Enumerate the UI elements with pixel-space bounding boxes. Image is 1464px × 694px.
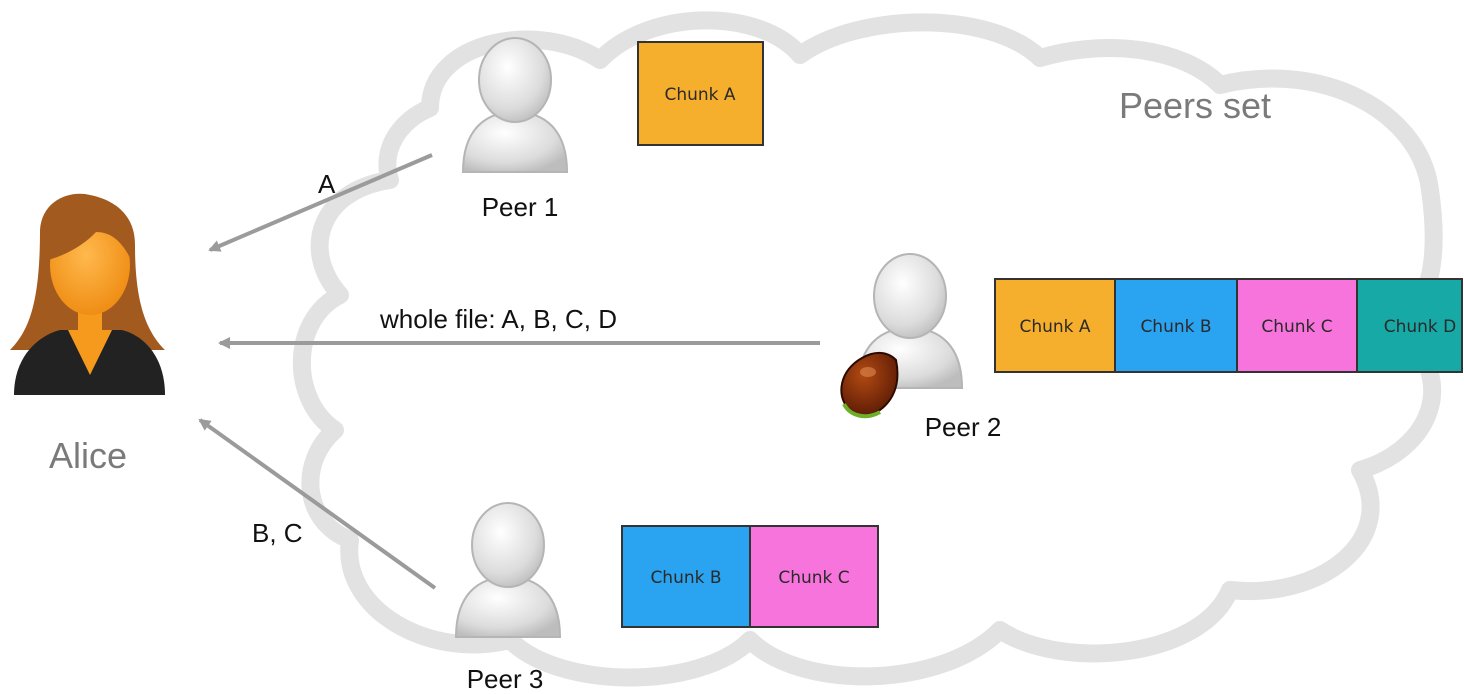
- chunk-label: Chunk C: [1261, 317, 1332, 337]
- peer-2: Peer 2 Chunk A Chunk B Chunk C Chunk D: [840, 253, 1463, 442]
- peer-3-chunks: Chunk B Chunk C: [621, 525, 879, 628]
- peer-1: Peer 1 Chunk A: [462, 37, 764, 222]
- chunk-label: Chunk A: [664, 85, 735, 105]
- arrow-peer1-to-alice: [208, 153, 433, 252]
- chunk-label: Chunk B: [1140, 317, 1211, 337]
- alice-hair-front: [47, 205, 133, 262]
- alice-collar: [68, 330, 112, 375]
- seed-icon: [840, 352, 899, 419]
- chunk-box: [994, 278, 1116, 373]
- chunk-box: [1236, 278, 1358, 373]
- peer-2-label: Peer 2: [925, 412, 1002, 442]
- transfer-arrows: A whole file: A, B, C, D B, C: [198, 153, 820, 590]
- alice-avatar: [10, 193, 165, 395]
- transfer-label-peer1: A: [318, 169, 336, 199]
- peer-1-chunks: Chunk A: [637, 41, 764, 146]
- alice-figure: Alice: [10, 193, 165, 476]
- chunk-label: Chunk A: [1019, 317, 1090, 337]
- alice-label: Alice: [49, 435, 127, 476]
- transfer-label-peer3: B, C: [252, 518, 303, 548]
- chunk-box: [1114, 278, 1238, 373]
- chunk-box: [1356, 278, 1463, 373]
- chunk-box: [637, 41, 764, 146]
- peer-1-avatar-icon: [462, 37, 568, 173]
- chunk-label: Chunk D: [1384, 317, 1457, 337]
- chunk-label: Chunk B: [650, 568, 721, 588]
- chunk-box: [621, 525, 751, 628]
- arrow-peer3-to-alice: [198, 418, 437, 590]
- cloud-label: Peers set: [1119, 85, 1271, 126]
- peer-3-label: Peer 3: [467, 664, 544, 694]
- chunk-box: [749, 525, 879, 628]
- peer-3: Peer 3 Chunk B Chunk C: [455, 502, 879, 694]
- peers-cloud: Peers set: [292, 11, 1443, 687]
- chunk-label: Chunk C: [778, 568, 849, 588]
- peer-2-chunks: Chunk A Chunk B Chunk C Chunk D: [994, 278, 1463, 373]
- peer-3-avatar-icon: [455, 502, 561, 638]
- transfer-label-peer2: whole file: A, B, C, D: [379, 304, 617, 334]
- peer-1-label: Peer 1: [482, 192, 559, 222]
